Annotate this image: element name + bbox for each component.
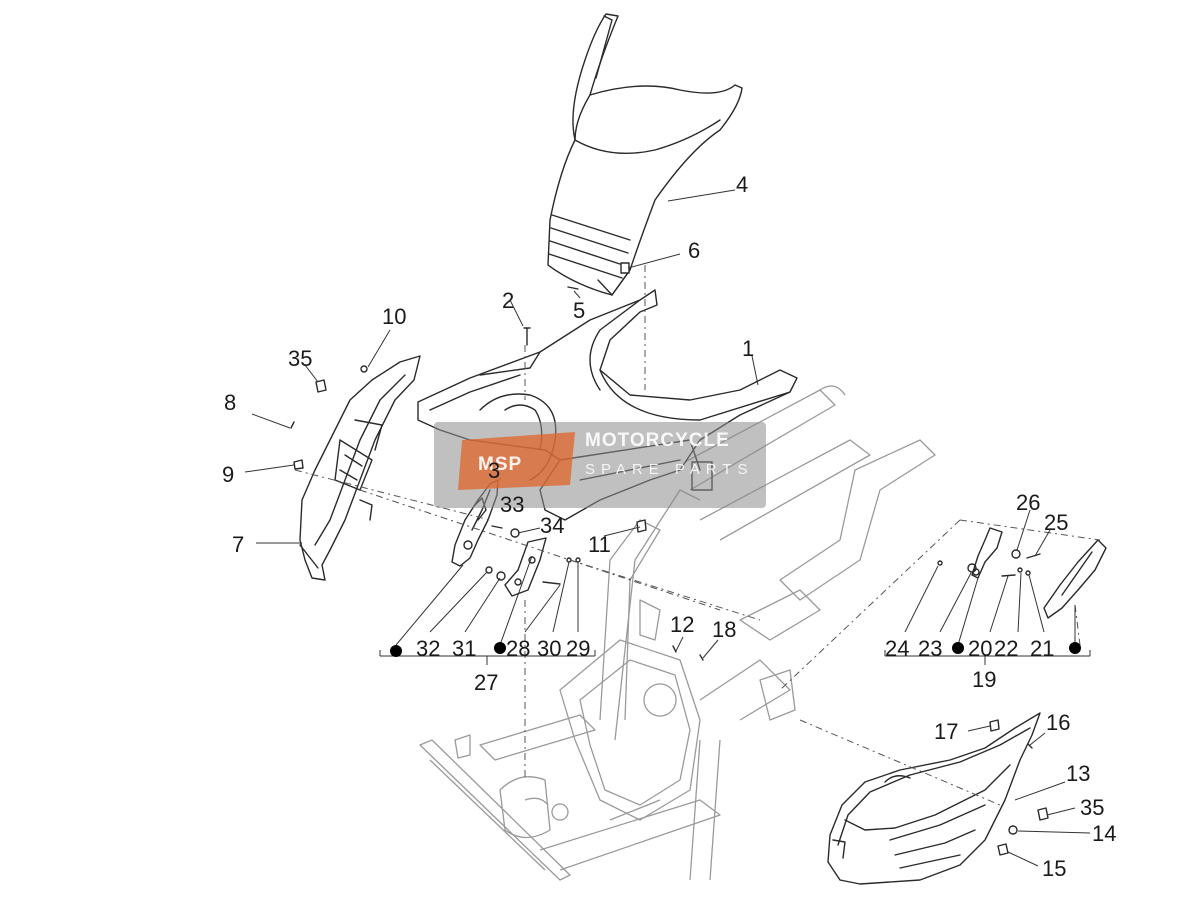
label-part-16: 16 [1046,710,1070,735]
label-part-35-left: 35 [288,346,312,371]
watermark-logo [458,432,575,490]
kit-bullets [390,642,1081,657]
part-20-right-bracket [971,527,1003,579]
label-part-4: 4 [736,172,748,197]
label-part-30: 30 [537,636,561,661]
label-part-2: 2 [502,288,514,313]
label-part-8: 8 [224,390,236,415]
part-21-right-trim [1043,539,1107,619]
label-part-33: 33 [500,492,524,517]
label-part-9: 9 [222,462,234,487]
label-part-6: 6 [688,238,700,263]
watermark-line1: MOTORCYCLE [585,430,730,451]
bullet-dot [1069,642,1081,654]
assembly-lines [294,265,1101,806]
label-part-20: 20 [968,636,992,661]
bullet-dot [390,645,402,657]
label-part-18: 18 [712,617,736,642]
label-part-15: 15 [1042,856,1066,881]
label-part-26: 26 [1016,490,1040,515]
fasteners [290,262,1049,856]
label-part-13: 13 [1066,761,1090,786]
label-part-10: 10 [382,304,406,329]
watermark: MSP MOTORCYCLE SPARE PARTS [434,422,766,508]
part-labels: 1 2 3 4 5 6 7 8 9 10 11 12 13 14 15 16 1… [222,172,1116,881]
watermark-logo-text: MSP [478,454,522,475]
label-part-5: 5 [573,298,585,323]
label-part-32: 32 [416,636,440,661]
label-part-12: 12 [670,612,694,637]
label-part-25: 25 [1044,510,1068,535]
label-part-34: 34 [540,513,564,538]
label-part-1: 1 [742,336,754,361]
label-part-24: 24 [885,636,909,661]
part-4-leg-shield [547,13,743,296]
bullet-dot [952,642,964,654]
label-part-11: 11 [588,532,611,557]
part-28-mount-plate [504,537,547,597]
label-part-28: 28 [506,636,530,661]
leader-lines [244,189,1091,867]
label-part-31: 31 [452,636,476,661]
label-part-22: 22 [994,636,1018,661]
scooter-frame [419,385,936,881]
label-part-17: 17 [934,719,958,744]
label-part-21: 21 [1030,636,1054,661]
bullet-dot [494,642,506,654]
label-part-7: 7 [232,532,244,557]
label-part-27: 27 [474,670,498,695]
label-part-29: 29 [566,636,590,661]
label-part-19: 19 [972,667,996,692]
label-part-23: 23 [918,636,942,661]
part-7-left-side-cover [299,355,421,581]
label-part-3: 3 [488,458,500,483]
label-part-35-right: 35 [1080,795,1104,820]
watermark-line2: SPARE PARTS [585,461,754,478]
part-13-right-side-cover [827,712,1041,885]
label-part-14: 14 [1092,821,1116,846]
